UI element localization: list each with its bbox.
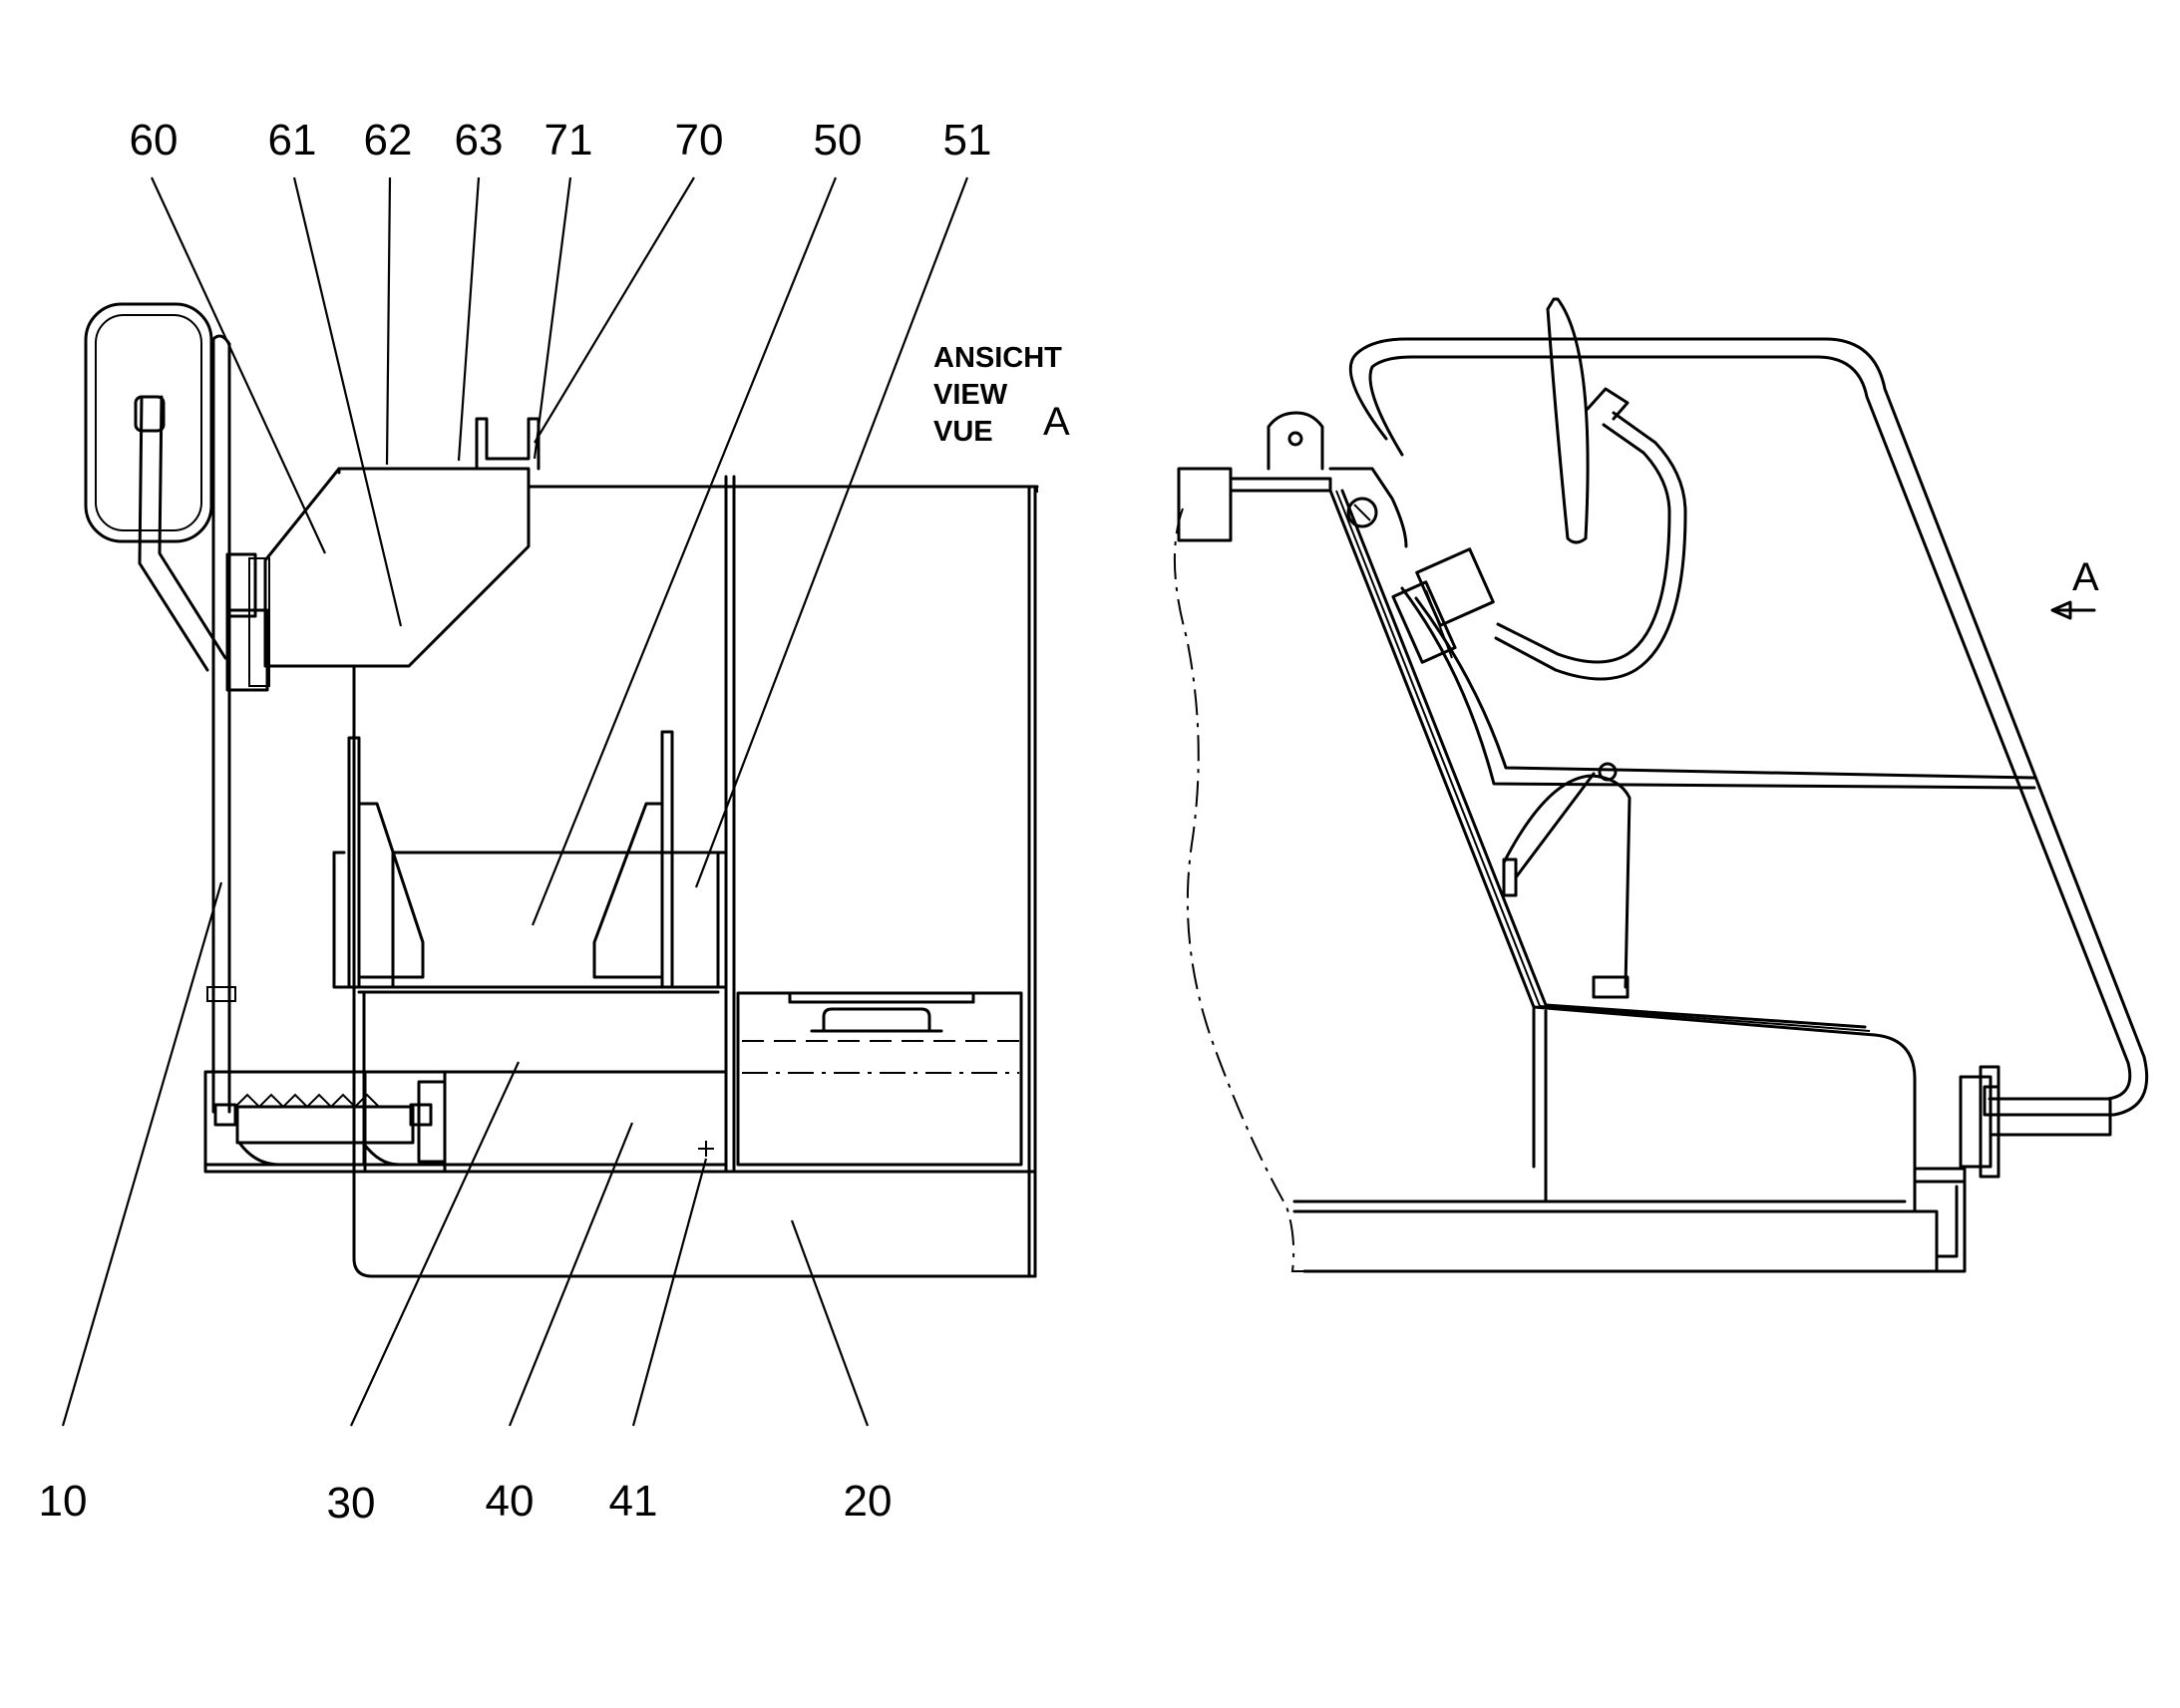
part-label-41: 41 (609, 1477, 658, 1526)
side-lower-clamp (1959, 1065, 2112, 1179)
part-label-62: 62 (364, 116, 413, 165)
view-arrow-letter: A (2072, 555, 2099, 599)
side-mirror-clamp (1391, 547, 1495, 664)
mirror-mast (206, 334, 236, 1114)
top-mount (1177, 411, 1408, 548)
side-brace (1502, 762, 1632, 999)
side-base (1292, 1167, 1967, 1273)
view-label-letter: A (1043, 400, 1070, 444)
leader-lines (61, 176, 969, 1427)
side-view: A (1173, 297, 2149, 1273)
view-label-ansicht: ANSICHT (933, 342, 1062, 374)
part-label-50: 50 (814, 116, 863, 165)
main-body (352, 475, 1039, 1278)
cab-outline (1173, 508, 1304, 1272)
part-label-20: 20 (844, 1477, 893, 1526)
part-label-71: 71 (545, 116, 593, 165)
part-labels-bottom: 10 30 40 41 20 (39, 1477, 893, 1528)
top-box (263, 467, 531, 668)
slanted-panel (1328, 489, 1917, 1213)
mirror (84, 302, 227, 672)
part-label-70: 70 (675, 116, 724, 165)
view-label-view: VIEW (933, 379, 1008, 411)
part-labels-top: 60 61 62 63 71 70 50 51 (130, 116, 992, 165)
part-label-10: 10 (39, 1477, 88, 1526)
view-label: ANSICHT VIEW VUE A (933, 342, 1070, 448)
part-label-60: 60 (130, 116, 179, 165)
top-handle (475, 417, 541, 471)
step (203, 1070, 447, 1174)
view-label-vue: VUE (933, 416, 993, 448)
right-drawer (736, 991, 1023, 1167)
part-label-51: 51 (943, 116, 992, 165)
view-arrow: A (2050, 555, 2099, 620)
mirror-clamp (225, 552, 270, 692)
part-label-40: 40 (486, 1477, 535, 1526)
part-label-61: 61 (268, 116, 317, 165)
side-mirror-frame (1348, 337, 2149, 1117)
side-mirror (1494, 297, 1687, 681)
front-view: 60 61 62 63 71 70 50 51 10 30 40 41 20 A… (39, 116, 1070, 1528)
part-label-30: 30 (327, 1479, 376, 1528)
part-label-63: 63 (455, 116, 504, 165)
inner-tray (332, 730, 728, 994)
